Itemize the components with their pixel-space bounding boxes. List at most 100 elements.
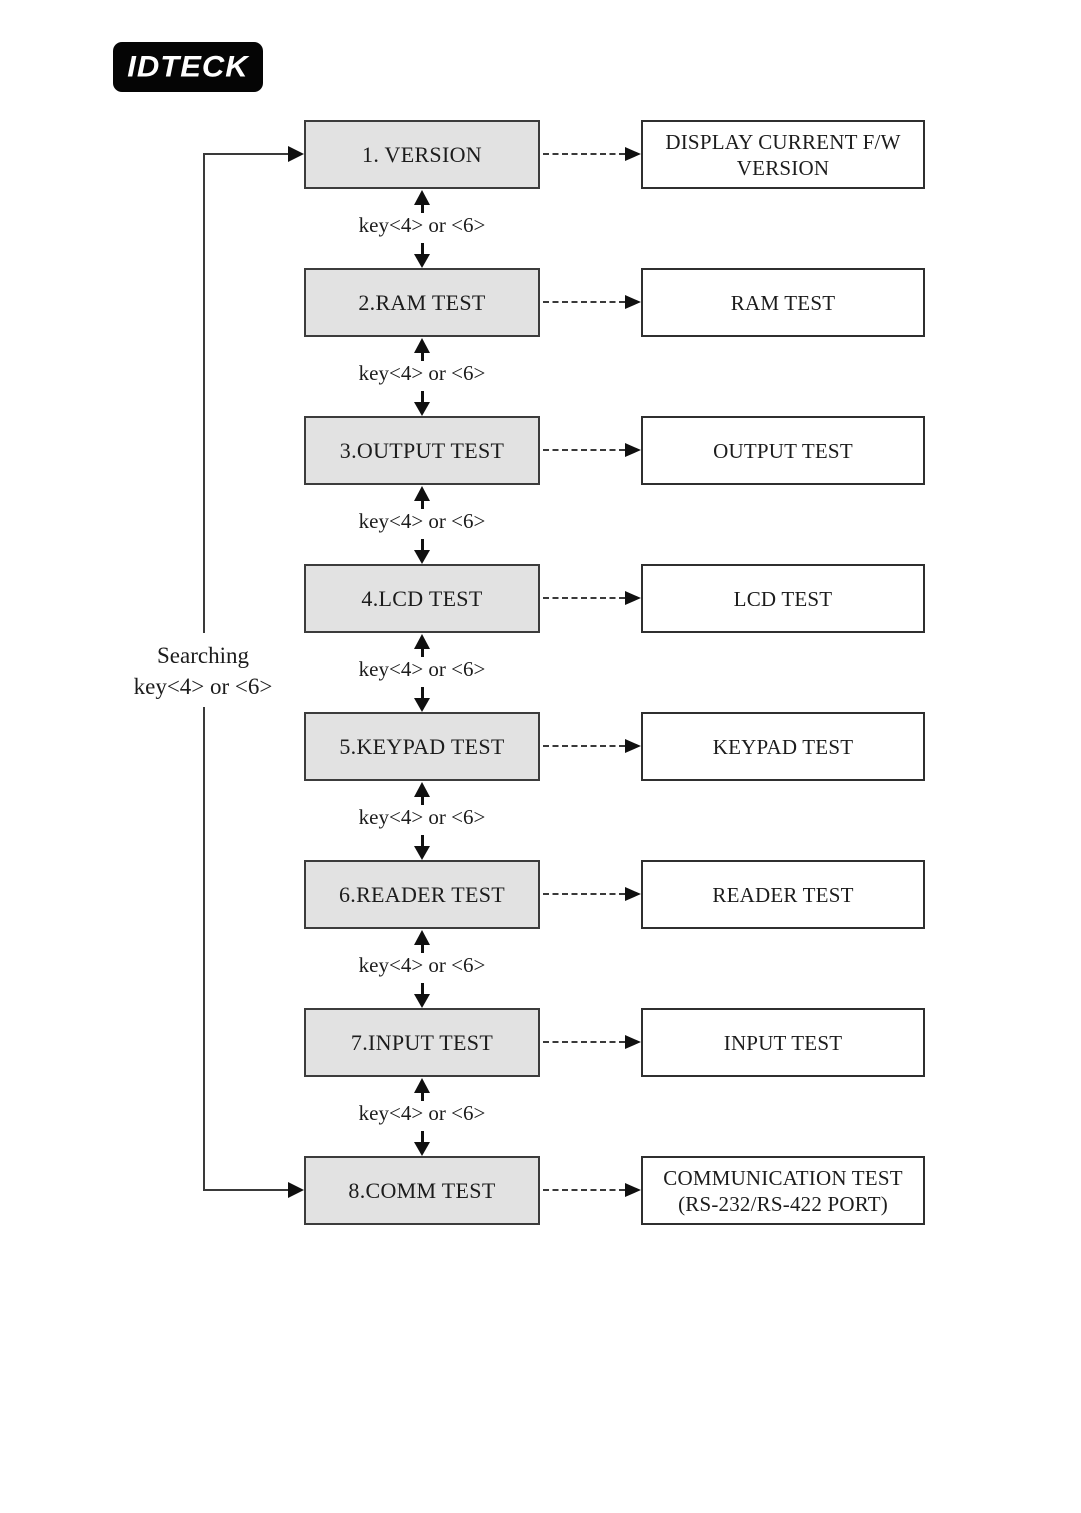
arrow-down-shaft <box>421 835 424 846</box>
arrow-down-icon <box>414 698 430 712</box>
menu-box-label: 6.READER TEST <box>338 881 506 907</box>
key-navigation-label: key<4> or <6> <box>358 805 486 829</box>
arrow-right-icon <box>625 1035 641 1049</box>
action-box-label: KEYPAD TEST <box>712 734 854 759</box>
key-navigation-label: key<4> or <6> <box>358 361 486 385</box>
arrow-down-shaft <box>421 687 424 698</box>
key-navigation-connector: key<4> or <6> <box>0 416 1081 564</box>
menu-box-label: 5.KEYPAD TEST <box>339 733 505 759</box>
arrow-down-icon <box>414 1142 430 1156</box>
key-navigation-connector: key<4> or <6> <box>0 860 1081 1008</box>
flow-row: 4.LCD TEST LCD TEST key<4> or <6> <box>0 564 1081 712</box>
key-navigation-connector: key<4> or <6> <box>0 564 1081 712</box>
flow-row: 3.OUTPUT TEST OUTPUT TEST key<4> or <6> <box>0 416 1081 564</box>
action-box: LCD TEST <box>641 564 925 633</box>
menu-box-label: 1. VERSION <box>362 141 482 167</box>
action-box-label: READER TEST <box>712 882 854 907</box>
action-box: OUTPUT TEST <box>641 416 925 485</box>
dashed-connector-line <box>543 301 625 303</box>
arrow-down-shaft <box>421 1131 424 1142</box>
flow-row: 2.RAM TEST RAM TEST key<4> or <6> <box>0 268 1081 416</box>
dashed-connector-line <box>543 745 625 747</box>
dashed-connector-line <box>543 449 625 451</box>
arrow-up-shaft <box>421 500 424 509</box>
loop-line-to-comm-box <box>203 1189 289 1191</box>
loop-line-to-version-box <box>203 153 289 155</box>
arrow-down-shaft <box>421 391 424 402</box>
action-box-label: OUTPUT TEST <box>713 438 853 463</box>
menu-box-label: 2.RAM TEST <box>358 289 486 315</box>
key-navigation-connector: key<4> or <6> <box>0 712 1081 860</box>
arrow-down-shaft <box>421 243 424 254</box>
arrow-up-shaft <box>421 796 424 805</box>
menu-box-label: 7.INPUT TEST <box>350 1029 494 1055</box>
dashed-connector-line <box>543 1189 625 1191</box>
menu-box: 8.COMM TEST <box>304 1156 540 1225</box>
arrow-down-icon <box>414 846 430 860</box>
loop-line-vertical-lower <box>203 707 205 1190</box>
action-box-label: INPUT TEST <box>723 1030 843 1055</box>
action-box: COMMUNICATION TEST (RS-232/RS-422 PORT) <box>641 1156 925 1225</box>
arrow-up-icon <box>414 190 430 205</box>
arrow-up-shaft <box>421 352 424 361</box>
arrow-up-shaft <box>421 648 424 657</box>
arrow-down-shaft <box>421 983 424 994</box>
menu-box: 2.RAM TEST <box>304 268 540 337</box>
menu-box: 1. VERSION <box>304 120 540 189</box>
key-navigation-label: key<4> or <6> <box>358 509 486 533</box>
arrow-up-icon <box>414 782 430 797</box>
key-navigation-label: key<4> or <6> <box>358 1101 486 1125</box>
dashed-connector-line <box>543 153 625 155</box>
arrow-right-icon <box>625 1183 641 1197</box>
arrow-up-icon <box>414 486 430 501</box>
arrow-up-shaft <box>421 204 424 213</box>
arrow-up-shaft <box>421 1092 424 1101</box>
action-box: DISPLAY CURRENT F/W VERSION <box>641 120 925 189</box>
key-navigation-connector: key<4> or <6> <box>0 1008 1081 1156</box>
arrow-right-icon <box>625 739 641 753</box>
arrow-right-icon <box>288 146 304 162</box>
arrow-right-icon <box>288 1182 304 1198</box>
flow-row: 7.INPUT TEST INPUT TEST key<4> or <6> <box>0 1008 1081 1156</box>
arrow-right-icon <box>625 443 641 457</box>
arrow-down-icon <box>414 994 430 1008</box>
dashed-connector-line <box>543 1041 625 1043</box>
action-box-label: COMMUNICATION TEST (RS-232/RS-422 PORT) <box>663 1165 903 1216</box>
arrow-right-icon <box>625 887 641 901</box>
key-navigation-label: key<4> or <6> <box>358 657 486 681</box>
flow-row: 1. VERSION DISPLAY CURRENT F/W VERSION k… <box>0 120 1081 268</box>
idteck-logo-text: IDTECK <box>127 49 249 84</box>
arrow-up-icon <box>414 930 430 945</box>
action-box: INPUT TEST <box>641 1008 925 1077</box>
key-navigation-connector: key<4> or <6> <box>0 120 1081 268</box>
flow-row: 5.KEYPAD TEST KEYPAD TEST key<4> or <6> <box>0 712 1081 860</box>
arrow-down-shaft <box>421 539 424 550</box>
dashed-connector-line <box>543 893 625 895</box>
menu-box: 4.LCD TEST <box>304 564 540 633</box>
key-navigation-label: key<4> or <6> <box>358 953 486 977</box>
arrow-down-icon <box>414 550 430 564</box>
arrow-up-icon <box>414 338 430 353</box>
action-box: READER TEST <box>641 860 925 929</box>
arrow-up-icon <box>414 1078 430 1093</box>
searching-label: Searching key<4> or <6> <box>103 640 303 702</box>
arrow-down-icon <box>414 402 430 416</box>
arrow-up-icon <box>414 634 430 649</box>
key-navigation-label: key<4> or <6> <box>358 213 486 237</box>
arrow-right-icon <box>625 147 641 161</box>
action-box-label: DISPLAY CURRENT F/W VERSION <box>665 129 901 180</box>
dashed-connector-line <box>543 597 625 599</box>
loop-line-vertical-upper <box>203 153 205 633</box>
flow-row: 8.COMM TEST COMMUNICATION TEST (RS-232/R… <box>0 1156 1081 1304</box>
arrow-up-shaft <box>421 944 424 953</box>
menu-box-label: 4.LCD TEST <box>361 585 483 611</box>
menu-box-label: 8.COMM TEST <box>348 1177 496 1203</box>
arrow-down-icon <box>414 254 430 268</box>
idteck-logo: IDTECK <box>113 42 263 92</box>
menu-box: 7.INPUT TEST <box>304 1008 540 1077</box>
arrow-right-icon <box>625 591 641 605</box>
action-box-label: LCD TEST <box>733 586 833 611</box>
menu-box: 5.KEYPAD TEST <box>304 712 540 781</box>
key-navigation-connector: key<4> or <6> <box>0 268 1081 416</box>
